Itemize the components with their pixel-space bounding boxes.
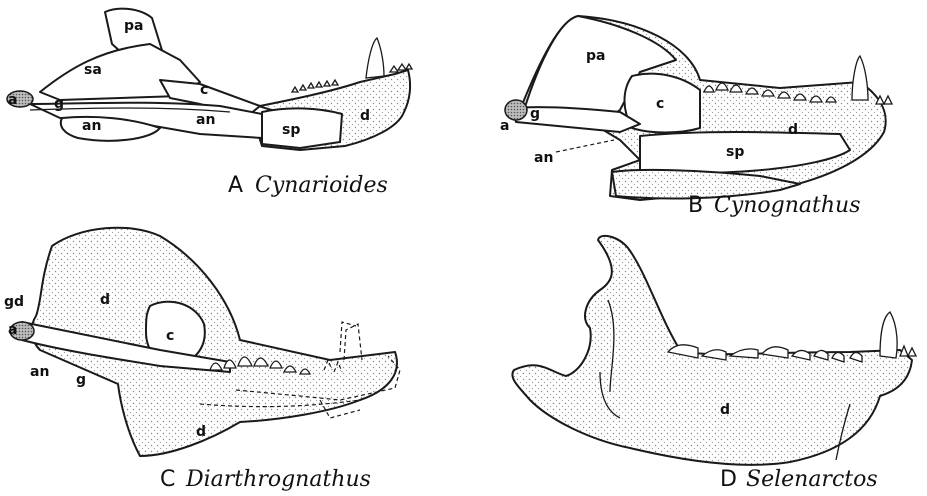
panel-d-caption-letter: D <box>720 467 737 492</box>
panel-b-caption-letter: B <box>688 193 703 218</box>
panel-b-label-sp: sp <box>726 144 744 160</box>
panel-a-label-sp: sp <box>282 122 300 138</box>
panel-b-label-g: g <box>530 106 540 122</box>
panel-a-splenial <box>262 108 342 148</box>
panel-a-label-an-2: an <box>196 112 215 128</box>
panel-c-label-d-1: d <box>100 292 110 308</box>
panel-c-label-gd: gd <box>4 294 24 310</box>
panel-b-label-a: a <box>500 118 509 134</box>
panel-c-label-g: g <box>76 372 86 388</box>
panel-c-label-c: c <box>166 328 174 344</box>
panel-b-label-c: c <box>656 96 664 112</box>
panel-a: pa sa c a g an an sp d A Cynarioides <box>7 9 412 198</box>
panel-a-label-sa: sa <box>84 62 102 78</box>
panel-a-caption-genus: Cynarioides <box>255 173 388 198</box>
panel-d-canine <box>880 312 897 358</box>
panel-d: d D Selenarctos <box>512 236 916 492</box>
panel-c: gd d c a an g d C Diarthrognathus <box>4 228 400 492</box>
panel-b-an-pointer <box>556 140 614 152</box>
panel-a-canine <box>366 38 384 78</box>
panel-a-label-c: c <box>200 82 208 98</box>
panel-c-caption-letter: C <box>160 467 175 492</box>
panel-d-caption-genus: Selenarctos <box>746 467 878 492</box>
panel-a-label-d: d <box>360 108 370 124</box>
panel-b-label-d: d <box>788 122 798 138</box>
panel-b: pa c a g an sp d B Cynognathus <box>500 16 892 218</box>
panel-c-label-a: a <box>8 322 17 338</box>
panel-b-label-pa: pa <box>586 48 605 64</box>
panel-b-canine <box>852 56 868 100</box>
panel-b-caption-genus: Cynognathus <box>714 193 861 218</box>
panel-c-label-d-2: d <box>196 424 206 440</box>
panel-d-label-d: d <box>720 402 730 418</box>
panel-b-label-an: an <box>534 150 553 166</box>
panel-c-label-an: an <box>30 364 49 380</box>
panel-b-articular <box>505 100 527 120</box>
panel-a-label-an-1: an <box>82 118 101 134</box>
panel-c-caption-genus: Diarthrognathus <box>185 467 371 492</box>
panel-a-label-g: g <box>54 96 64 112</box>
panel-a-label-pa: pa <box>124 18 143 34</box>
panel-a-caption-letter: A <box>228 173 243 198</box>
panel-a-label-a: a <box>8 92 17 108</box>
